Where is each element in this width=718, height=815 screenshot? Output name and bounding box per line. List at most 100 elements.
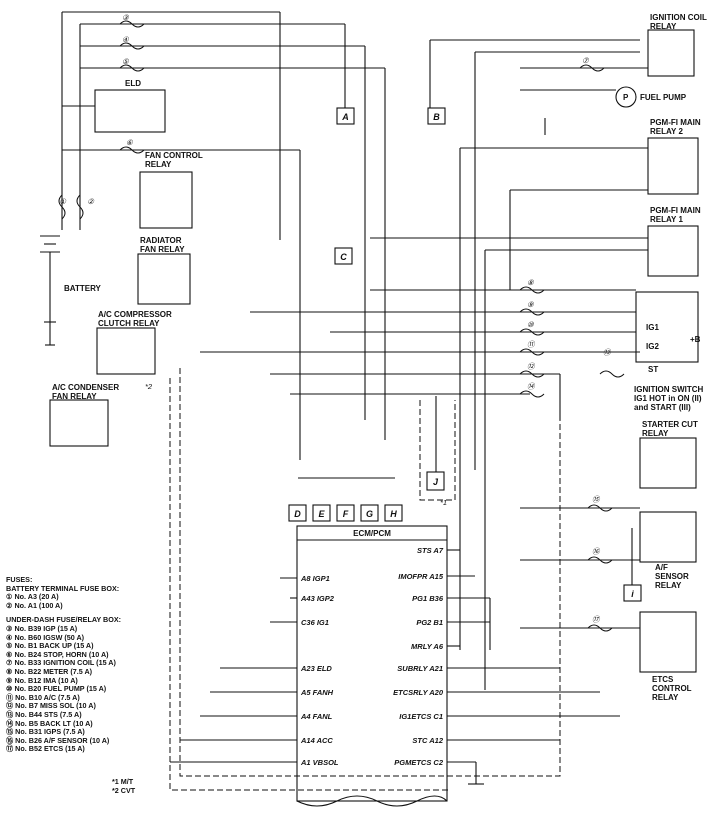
fuse-label-11: ⑪	[527, 340, 536, 349]
ecm-pin-right: IG1ETCS C1	[399, 712, 443, 721]
connector-b: B	[433, 112, 440, 122]
legend-title: FUSES:	[6, 575, 33, 584]
fuse-label-14: ⑭	[527, 382, 536, 391]
radiator-fan-relay-label-2: FAN RELAY	[140, 245, 185, 254]
legend-item: ⑮ No. B31 IGPS (7.5 A)	[6, 727, 85, 737]
connector-g: G	[366, 509, 373, 519]
ecm-pin-left: A43 IGP2	[300, 594, 335, 603]
connector-c: C	[340, 252, 347, 262]
battery-box-title: BATTERY TERMINAL FUSE BOX:	[6, 583, 120, 593]
fuse-legend: FUSES: BATTERY TERMINAL FUSE BOX: ① No. …	[6, 575, 176, 754]
radiator-fan-relay-box	[137, 253, 191, 305]
connector-i: i	[631, 589, 634, 599]
fuse-label-9: ⑨	[527, 300, 535, 309]
ac-compressor-relay-label-1: A/C COMPRESSOR	[98, 310, 172, 319]
pgm-fi-main-relay-2-label-2: RELAY 2	[650, 127, 683, 136]
fuse-label-6: ⑥	[126, 138, 134, 147]
fuse-label-4: ④	[122, 35, 130, 44]
etcs-control-relay-box	[639, 611, 697, 673]
footnote-cvt: *2 CVT	[112, 786, 136, 795]
legend-item: ⑨ No. B12 IMA (10 A)	[6, 675, 78, 685]
footnotes: *1 M/T *2 CVT	[112, 777, 135, 795]
legend-item: ⑧ No. B22 METER (7.5 A)	[6, 666, 93, 676]
starter-cut-relay-label-2: RELAY	[642, 429, 669, 438]
legend-item: ① No. A3 (20 A)	[6, 592, 59, 602]
fuse-label-3: ③	[122, 13, 130, 22]
pgm-fi-main-relay-1-label-2: RELAY 1	[650, 215, 683, 224]
ignition-switch-label-3: and START (III)	[634, 403, 691, 412]
af-sensor-relay-label-1: A/F	[655, 563, 668, 572]
underdash-title: UNDER-DASH FUSE/RELAY BOX:	[6, 615, 122, 625]
pgm-fi-main-relay-2-label-1: PGM-FI MAIN	[650, 118, 701, 127]
ecm-pin-left: A8 IGP1	[300, 574, 330, 583]
connector-a: A	[341, 112, 349, 122]
eld-module	[94, 89, 166, 133]
etcs-relay-label-2: CONTROL	[652, 684, 692, 693]
fuse-label-12: ⑫	[527, 362, 536, 371]
ignition-switch-plus-b: +B	[690, 335, 701, 344]
variant-mark-mt: *1	[440, 498, 447, 507]
legend-item: ④ No. B60 IGSW (50 A)	[6, 632, 85, 642]
footnote-mt: *1 M/T	[112, 777, 134, 786]
ignition-coil-relay-box	[647, 29, 695, 77]
ecm-pin-left: C36 IG1	[301, 618, 329, 627]
ecm-pin-right: IMOFPR A15	[398, 572, 444, 581]
fuse-label-10: ⑩	[527, 320, 535, 329]
battery-label: BATTERY	[64, 284, 102, 293]
starter-cut-relay-label-1: STARTER CUT	[642, 420, 698, 429]
fuel-pump-label: FUEL PUMP	[640, 93, 687, 102]
legend-item: ⑦ No. B33 IGNITION COIL (15 A)	[6, 658, 116, 668]
eld-label: ELD	[125, 79, 141, 88]
af-sensor-relay-label-3: RELAY	[655, 581, 682, 590]
fuse-label-2: ②	[87, 197, 95, 206]
ecm-pin-right: PG2 B1	[416, 618, 443, 627]
fuse-label-17: ⑰	[592, 615, 601, 624]
af-sensor-relay-box	[639, 511, 697, 563]
fan-control-relay-label-1: FAN CONTROL	[145, 151, 203, 160]
starter-cut-relay-box	[639, 437, 697, 489]
ac-condenser-relay-label-1: A/C CONDENSER	[52, 383, 119, 392]
ac-compressor-relay-box	[96, 327, 156, 375]
ignition-coil-relay-label-1: IGNITION COIL	[650, 13, 707, 22]
fuse-label-8: ⑧	[527, 278, 535, 287]
ecm-pcm-box	[296, 525, 448, 802]
legend-item: ⑤ No. B1 BACK UP (15 A)	[6, 641, 94, 651]
connector-d: D	[294, 509, 301, 519]
ignition-switch-box	[635, 291, 699, 363]
legend-item: ⑭ No. B5 BACK LT (10 A)	[6, 718, 93, 728]
ac-compressor-relay-label-2: CLUTCH RELAY	[98, 319, 160, 328]
ignition-switch-label-1: IGNITION SWITCH	[634, 385, 704, 394]
connector-f: F	[343, 509, 349, 519]
ecm-pin-right: STC A12	[412, 736, 443, 745]
fan-control-relay-label-2: RELAY	[145, 160, 172, 169]
fuse-label-5: ⑤	[122, 57, 130, 66]
ignition-switch-ig2: IG2	[646, 342, 659, 351]
variant-mark-cvt: *2	[145, 382, 153, 391]
ecm-pin-left: A1 VBSOL	[300, 758, 339, 767]
connector-e: E	[318, 509, 325, 519]
ignition-switch-st: ST	[648, 365, 658, 374]
ac-condenser-relay-label-2: FAN RELAY	[52, 392, 97, 401]
fuse-label-16: ⑯	[592, 547, 601, 556]
legend-item: ⑫ No. B7 MISS SOL (10 A)	[6, 701, 96, 711]
legend-item: ⑩ No. B20 FUEL PUMP (15 A)	[6, 684, 107, 694]
ecm-pin-left: A4 FANL	[300, 712, 333, 721]
ecm-pin-right: PGMETCS C2	[394, 758, 444, 767]
ecm-pin-left: A14 ACC	[300, 736, 333, 745]
ecm-pin-left: A23 ELD	[300, 664, 332, 673]
legend-item: ⑰ No. B52 ETCS (15 A)	[6, 744, 85, 754]
fuel-pump-symbol: P	[623, 93, 629, 102]
fuel-pump-motor	[615, 86, 637, 108]
ecm-pin-right: ETCSRLY A20	[393, 688, 444, 697]
legend-item: ② No. A1 (100 A)	[6, 600, 63, 610]
ignition-switch-ig1: IG1	[646, 323, 659, 332]
legend-item: ⑪ No. B10 A/C (7.5 A)	[6, 692, 80, 702]
ecm-pin-right: MRLY A6	[411, 642, 444, 651]
legend-item: ③ No. B39 IGP (15 A)	[6, 623, 78, 633]
af-sensor-relay-label-2: SENSOR	[655, 572, 689, 581]
legend-item: ⑯ No. B26 A/F SENSOR (10 A)	[6, 735, 110, 745]
pgm-fi-main-relay-1-box	[647, 225, 699, 277]
ignition-switch-label-2: IG1 HOT in ON (II)	[634, 394, 702, 403]
fuse-label-13: ⑬	[603, 348, 612, 357]
